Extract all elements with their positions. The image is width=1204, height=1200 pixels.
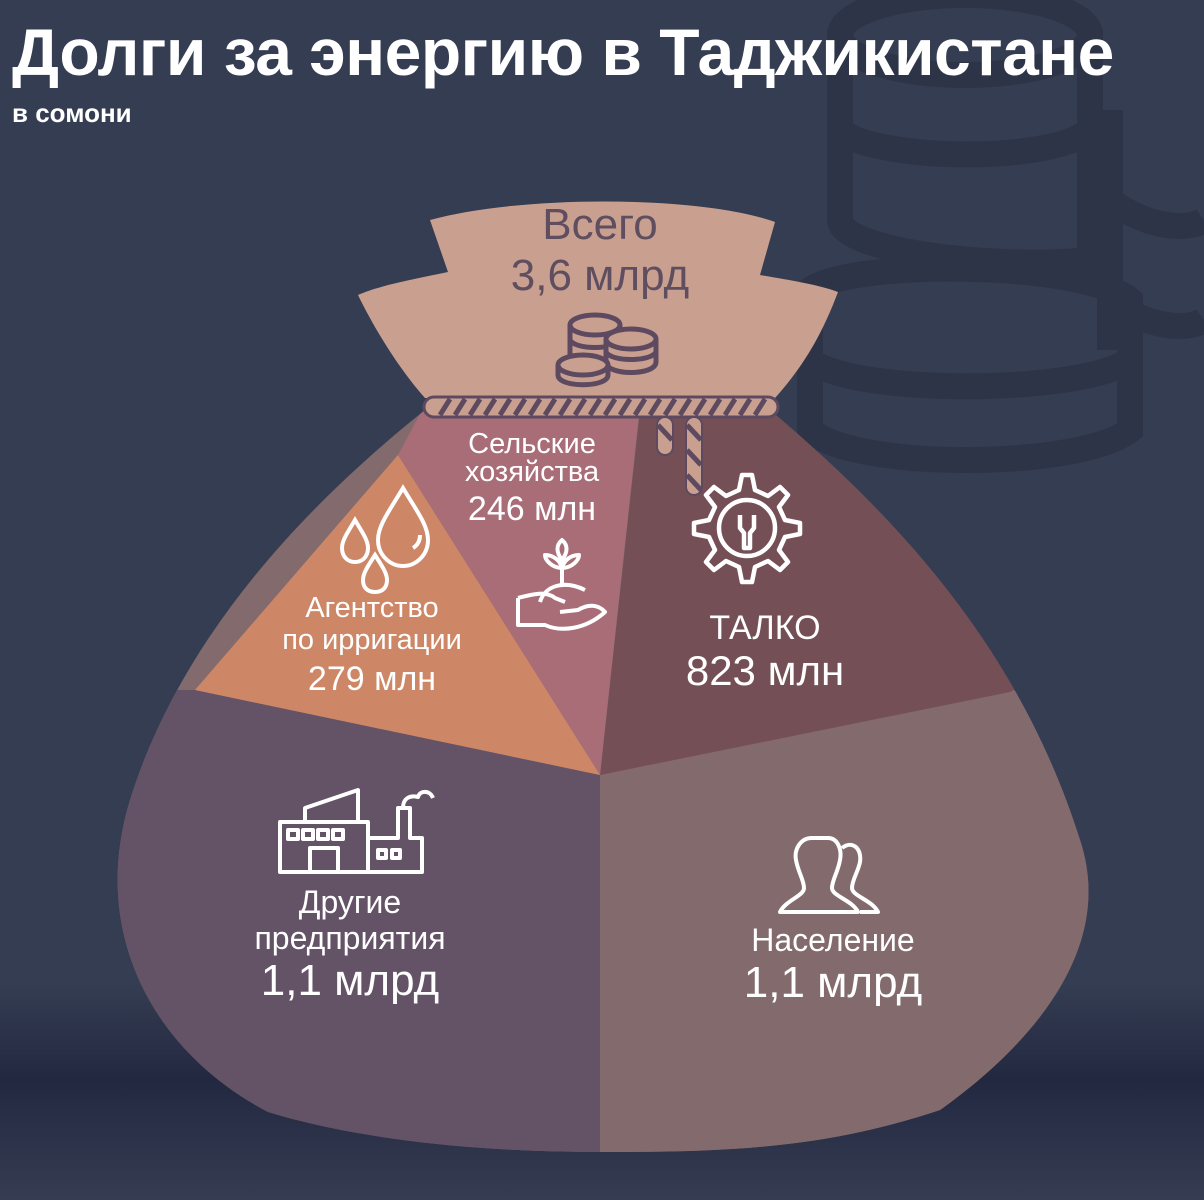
rope — [422, 395, 780, 496]
people-icon — [778, 836, 880, 914]
segment-value: 1,1 млрд — [260, 956, 440, 1005]
segment-value: 823 млн — [685, 647, 845, 694]
segment-name: по ирригации — [282, 624, 462, 656]
segment-name: предприятия — [254, 920, 446, 956]
segment-name: Агентство — [305, 592, 439, 624]
page-title: Долги за энергию в Таджикистане — [12, 15, 1114, 89]
segment-value: 1,1 млрд — [743, 958, 923, 1007]
segment-talco: ТАЛКО 823 млн — [686, 608, 844, 694]
page-subtitle: в сомони — [12, 98, 132, 128]
segment-name: Население — [751, 922, 915, 958]
segment-population: Население 1,1 млрд — [744, 922, 922, 1008]
coins-icon — [555, 312, 659, 388]
segment-value: 279 млн — [307, 660, 437, 698]
segment-other: Другие предприятия 1,1 млрд — [254, 884, 445, 1006]
segment-name: хозяйства — [464, 456, 600, 488]
total-value: 3,6 млрд — [510, 251, 690, 300]
gear-wrench-icon — [691, 472, 803, 585]
background-coins-icon — [797, 0, 1204, 473]
segment-name: Сельские — [468, 428, 596, 460]
segment-name: ТАЛКО — [709, 609, 821, 647]
factory-icon — [278, 788, 435, 874]
water-drops-icon — [339, 484, 431, 595]
segment-name: Другие — [298, 884, 402, 920]
segment-farms: Сельские хозяйства 246 млн — [465, 430, 599, 532]
segment-irrigation: Агентство по ирригации 279 млн — [282, 592, 462, 702]
total-name: Всего — [542, 200, 658, 249]
bag-top — [358, 201, 838, 398]
segment-value: 246 млн — [467, 490, 597, 528]
total-label: Всего 3,6 млрд — [511, 200, 689, 302]
plant-in-hand-icon — [516, 538, 607, 631]
